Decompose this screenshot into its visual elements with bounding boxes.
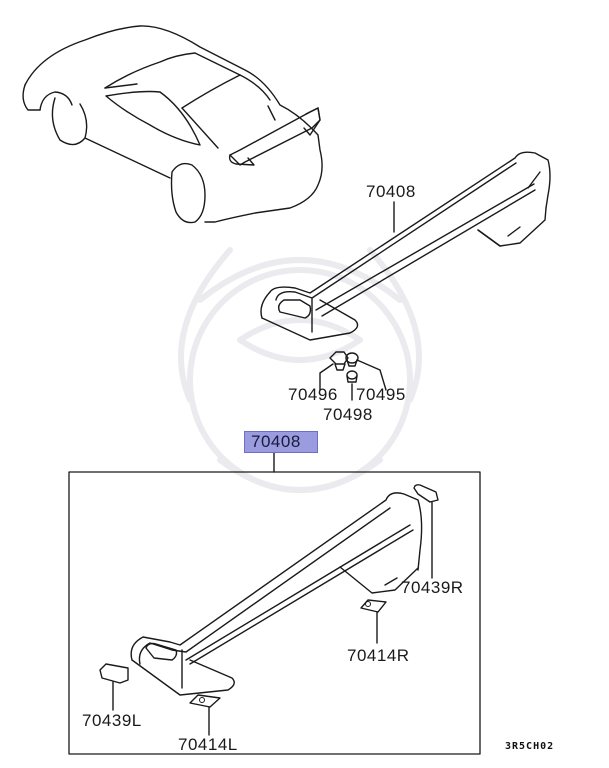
- part-label-70496[interactable]: 70496: [288, 385, 338, 404]
- leader-70495: [356, 359, 387, 391]
- part-label-70414R[interactable]: 70414R: [347, 646, 410, 665]
- car-illustration: [22, 25, 323, 224]
- 70414L-part: [189, 694, 221, 708]
- part-label-70439R[interactable]: 70439R: [401, 578, 464, 597]
- highlighted-part-label-70408[interactable]: 70408: [244, 431, 318, 453]
- leader-70496: [319, 363, 334, 391]
- 70414R-part: [360, 599, 387, 613]
- figure-code: 3R5CH02: [505, 741, 555, 752]
- part-label-70439L[interactable]: 70439L: [82, 711, 142, 730]
- upper-spoiler-illustration: [260, 151, 551, 341]
- part-label-70495[interactable]: 70495: [356, 385, 406, 404]
- assembly-frame: [68, 471, 481, 755]
- 70439L-part: [99, 663, 129, 684]
- fasteners-illustration: [329, 351, 359, 383]
- 70439R-part: [413, 484, 439, 503]
- part-label-70498[interactable]: 70498: [323, 405, 373, 424]
- watermark-emblem: [178, 247, 422, 493]
- part-label-70414L[interactable]: 70414L: [178, 735, 238, 754]
- part-label-70408-top[interactable]: 70408: [366, 182, 416, 201]
- lower-spoiler-illustration: [130, 492, 423, 696]
